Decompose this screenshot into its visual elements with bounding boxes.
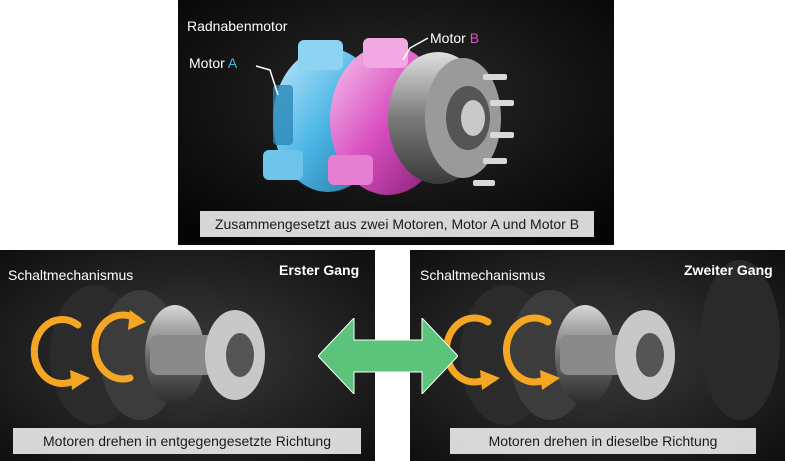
right-title: Schaltmechanismus xyxy=(420,267,546,283)
hub-shape xyxy=(388,52,514,186)
motor-a-letter: A xyxy=(227,55,238,71)
right-caption: Motoren drehen in dieselbe Richtung xyxy=(450,428,756,454)
hub-motor-caption: Zusammengesetzt aus zwei Motoren, Motor … xyxy=(200,211,594,237)
motor-a-prefix: Motor xyxy=(189,55,225,71)
second-gear-panel: Schaltmechanismus Zweiter Gang Motoren d… xyxy=(410,250,785,461)
rotation-arrow-icon xyxy=(30,316,82,387)
right-gear-label: Zweiter Gang xyxy=(684,262,773,278)
first-gear-illustration xyxy=(0,250,375,461)
rotation-arrow-icon xyxy=(503,314,552,386)
motor-a-label: Motor A xyxy=(189,55,237,71)
hub-motor-title: Radnabenmotor xyxy=(187,18,288,34)
motor-b-prefix: Motor xyxy=(430,30,466,46)
double-arrow-icon xyxy=(318,318,458,394)
hub-motor-panel: Radnabenmotor Motor A Motor B Zusammenge… xyxy=(178,0,614,245)
motor-b-label: Motor B xyxy=(430,30,479,46)
second-gear-illustration xyxy=(410,250,785,461)
motor-b-letter: B xyxy=(469,30,480,46)
left-caption: Motoren drehen in entgegengesetzte Richt… xyxy=(13,428,361,454)
hub-motor-illustration xyxy=(178,0,614,245)
left-title: Schaltmechanismus xyxy=(8,267,134,283)
left-gear-label: Erster Gang xyxy=(279,262,360,278)
rotation-arrow-icon xyxy=(91,311,142,383)
first-gear-panel: Schaltmechanismus Erster Gang Motoren dr… xyxy=(0,250,375,461)
